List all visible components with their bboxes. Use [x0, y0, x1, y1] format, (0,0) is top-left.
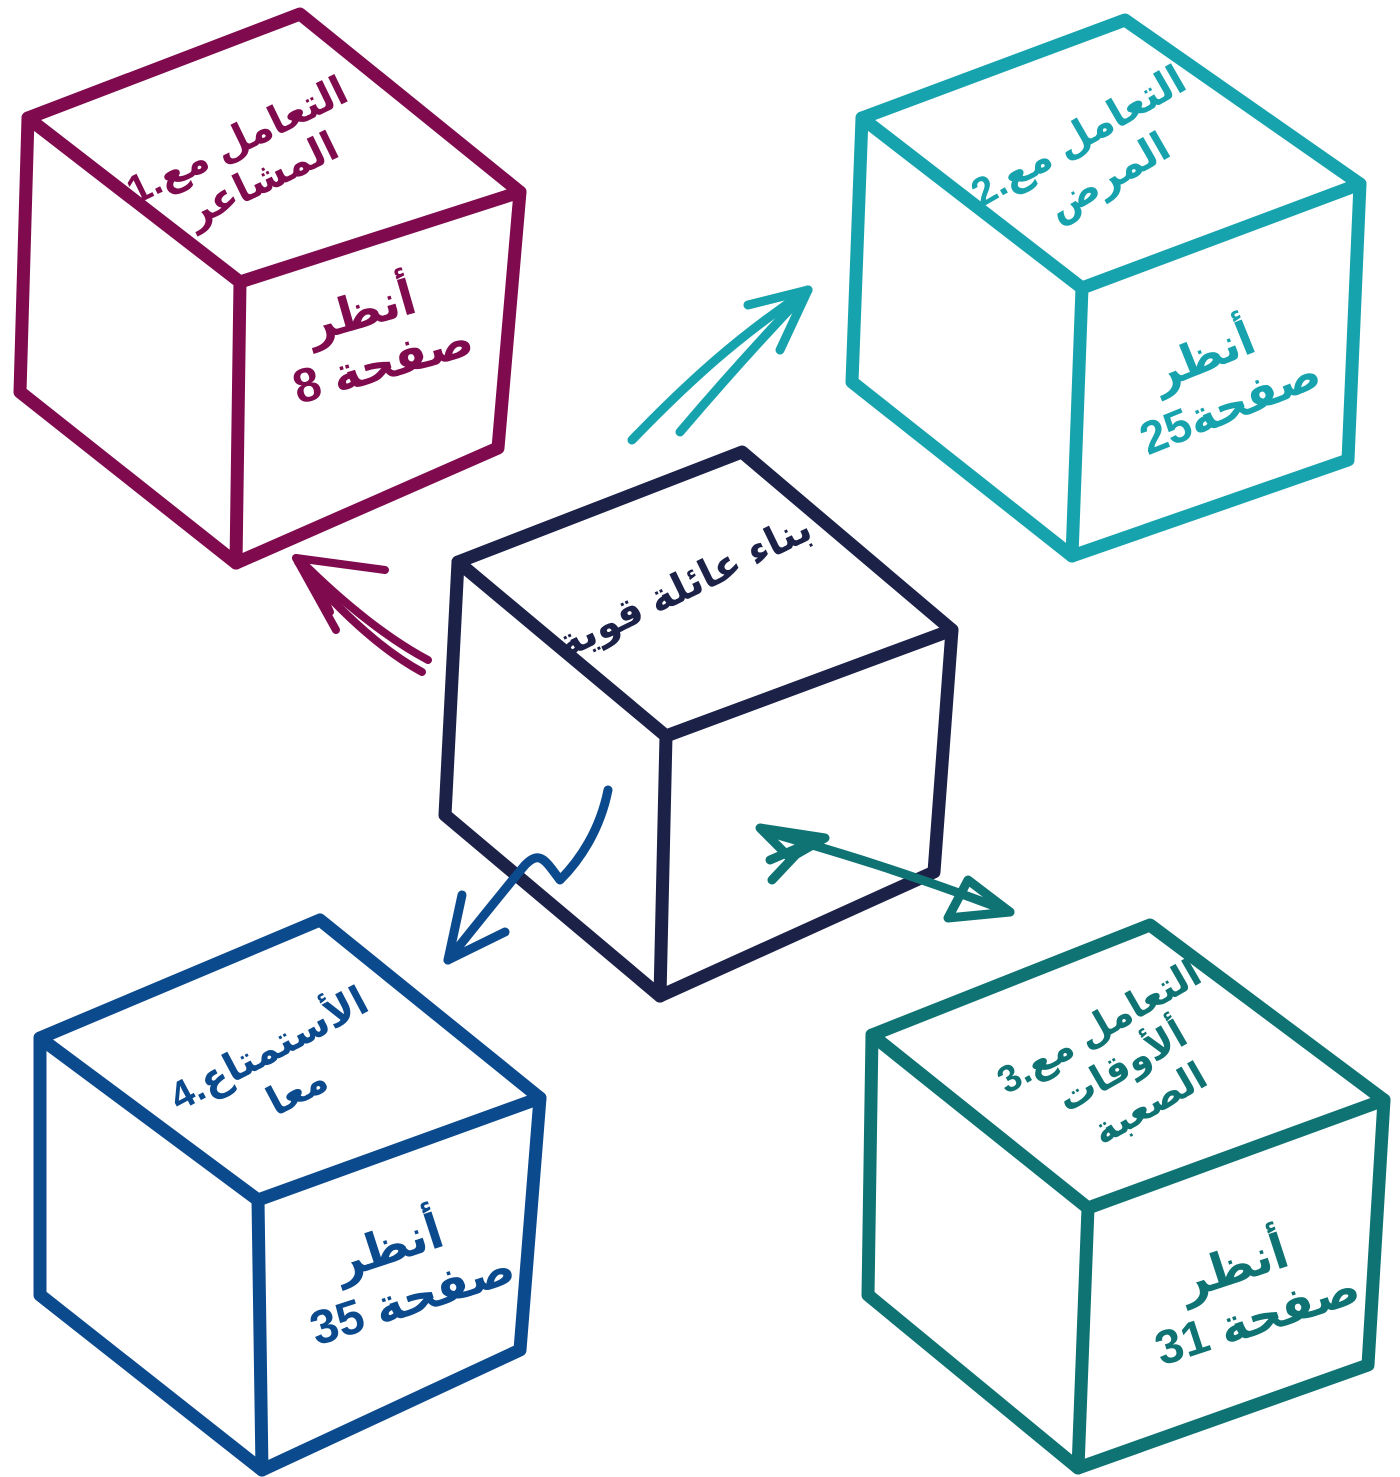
cube-illness-page-ref: أنظر صفحة25	[1110, 290, 1328, 465]
cube-illness-top-edges	[855, 111, 1367, 295]
cube-fun-outline	[33, 913, 547, 1477]
cube-illness	[845, 13, 1367, 563]
cube-feelings-page-ref: أنظر صفحة 8	[270, 253, 479, 414]
cube-fun-front-edge	[251, 1193, 269, 1477]
arrow-to-feelings	[292, 554, 432, 676]
cube-illness-outline	[845, 13, 1367, 563]
cube-hard-times-outline	[861, 918, 1391, 1475]
cube-center-outline	[438, 445, 959, 1003]
cube-feelings-outline	[13, 7, 527, 570]
cube-illness-front-edge	[1065, 281, 1089, 563]
cube-feelings	[13, 7, 527, 570]
arrow-to-illness	[627, 285, 813, 445]
arrow-to-fun	[443, 785, 613, 965]
cube-fun-page-ref: أنظر صفحة 35	[285, 1182, 522, 1357]
cube-fun	[33, 913, 547, 1477]
cube-fun-title: 4.الأستمتاع معا	[161, 970, 409, 1164]
cube-hard-times-front-edge	[1071, 1201, 1095, 1475]
arrow-to-hard-times	[755, 823, 1015, 923]
cube-hard-times-page-ref: أنظر صفحة 31	[1130, 1202, 1367, 1377]
cube-feelings-front-edge	[229, 275, 247, 570]
cube-hard-times	[861, 918, 1391, 1475]
cube-center	[438, 445, 959, 1003]
center-title: بناء عائلة قوية	[550, 506, 819, 668]
cube-center-front-edge	[653, 729, 673, 1003]
